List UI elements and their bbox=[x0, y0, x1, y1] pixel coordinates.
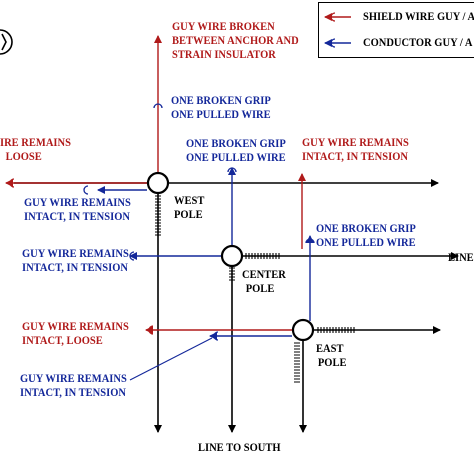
annotation-line: LOOSE bbox=[5, 151, 42, 163]
annotation-line: GUY WIRE REMAINS bbox=[22, 321, 129, 333]
legend-conductor-grip bbox=[330, 38, 336, 48]
annotation-east-loose: GUY WIRE REMAINS INTACT, LOOSE bbox=[22, 320, 129, 348]
pole-label-line: WEST bbox=[174, 195, 205, 207]
annotation-guy-broken: GUY WIRE BROKEN BETWEEN ANCHOR AND STRAI… bbox=[172, 20, 299, 62]
pole-label-center: CENTER POLE bbox=[242, 268, 286, 296]
annotation-line: INTACT, IN TENSION bbox=[24, 211, 130, 223]
pole-label-line: POLE bbox=[174, 209, 203, 221]
line-east-label: LINE- bbox=[448, 252, 474, 264]
grip-shield-west-left bbox=[9, 178, 15, 188]
grip-east-left bbox=[213, 331, 219, 341]
annotation-guy-tension-top: GUY WIRE REMAINS INTACT, IN TENSION bbox=[302, 136, 409, 164]
annotation-line: BETWEEN ANCHOR AND bbox=[172, 35, 299, 47]
annotation-line: INTACT, IN TENSION bbox=[302, 151, 408, 163]
annotation-line: ONE PULLED WIRE bbox=[316, 237, 416, 249]
pole-label-line: POLE bbox=[317, 357, 347, 369]
annotation-line: GUY WIRE REMAINS bbox=[22, 248, 129, 260]
pole-label-line: CENTER bbox=[242, 269, 286, 281]
spring-east-down bbox=[294, 342, 300, 383]
pole-west-marker bbox=[146, 171, 170, 195]
pole-east-marker bbox=[291, 318, 315, 342]
legend-symbols bbox=[324, 12, 351, 48]
annotation-grip-center: ONE BROKEN GRIP ONE PULLED WIRE bbox=[186, 137, 286, 165]
spring-center-right bbox=[245, 253, 280, 259]
grip-center-up bbox=[227, 167, 237, 173]
annotation-grip-east: ONE BROKEN GRIP ONE PULLED WIRE bbox=[316, 222, 416, 250]
legend-shield-grip bbox=[330, 12, 336, 22]
spring-center-down bbox=[229, 267, 235, 281]
grip-west-up bbox=[153, 103, 163, 109]
annotation-line: IRE REMAINS bbox=[0, 137, 71, 149]
grip-west-left bbox=[83, 185, 89, 195]
spring-west bbox=[155, 195, 161, 236]
pole-label-east: EAST POLE bbox=[316, 342, 346, 370]
pole-center-marker bbox=[220, 244, 244, 268]
pole-label-line: POLE bbox=[245, 283, 275, 295]
annotation-line: ONE BROKEN GRIP bbox=[316, 223, 416, 235]
annotation-line: ONE PULLED WIRE bbox=[186, 152, 286, 164]
annotation-line: INTACT, IN TENSION bbox=[22, 262, 128, 274]
annotation-line: ONE PULLED WIRE bbox=[171, 109, 271, 121]
annotation-west-loose: IRE REMAINS LOOSE bbox=[0, 136, 71, 164]
annotation-line: STRAIN INSULATOR bbox=[172, 49, 276, 61]
annotation-center-tension: GUY WIRE REMAINS INTACT, IN TENSION bbox=[22, 247, 129, 275]
annotation-line: GUY WIRE REMAINS bbox=[302, 137, 409, 149]
line-south-label: LINE TO SOUTH bbox=[198, 442, 281, 454]
leader-line bbox=[129, 337, 213, 381]
grip-center-left bbox=[129, 251, 135, 261]
annotation-line: ONE BROKEN GRIP bbox=[171, 95, 271, 107]
pole-label-line: EAST bbox=[316, 343, 344, 355]
annotation-line: INTACT, IN TENSION bbox=[20, 387, 126, 399]
spring-east-right bbox=[317, 327, 355, 333]
annotation-east-tension: GUY WIRE REMAINS INTACT, IN TENSION bbox=[20, 372, 127, 400]
annotation-line: GUY WIRE REMAINS bbox=[24, 197, 131, 209]
annotation-west-tension: GUY WIRE REMAINS INTACT, IN TENSION bbox=[24, 196, 131, 224]
annotation-line: INTACT, LOOSE bbox=[22, 335, 103, 347]
annotation-line: GUY WIRE REMAINS bbox=[20, 373, 127, 385]
grip-shield-east-left bbox=[148, 325, 154, 335]
annotation-grip-west: ONE BROKEN GRIP ONE PULLED WIRE bbox=[171, 94, 271, 122]
pole-label-west: WEST POLE bbox=[174, 194, 204, 222]
legend-shield-label: SHIELD WIRE GUY / A bbox=[363, 11, 474, 23]
annotation-line: GUY WIRE BROKEN bbox=[172, 21, 275, 33]
legend: SHIELD WIRE GUY / A CONDUCTOR GUY / A bbox=[318, 2, 474, 58]
annotation-line: ONE BROKEN GRIP bbox=[186, 138, 286, 150]
legend-conductor-label: CONDUCTOR GUY / A bbox=[363, 37, 473, 49]
north-arrow-icon bbox=[0, 29, 13, 55]
grip-east-up bbox=[305, 238, 315, 244]
